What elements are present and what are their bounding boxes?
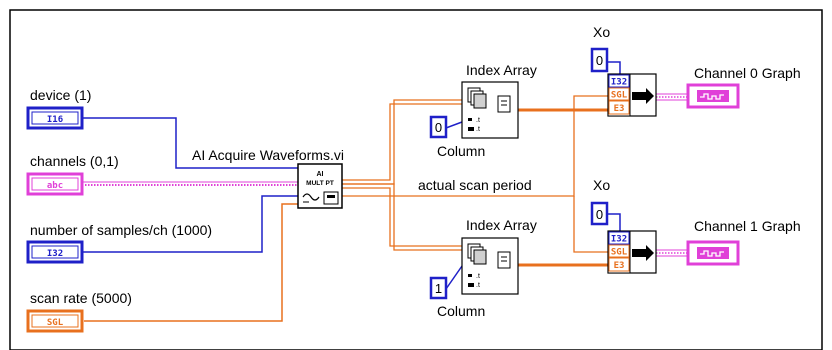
svg-text:.t: .t — [476, 273, 480, 280]
index-array-top-label: Index Array — [466, 62, 537, 78]
vi-label: AI Acquire Waveforms.vi — [192, 147, 344, 163]
svg-text:.t: .t — [476, 117, 480, 124]
svg-text:.t: .t — [476, 282, 480, 289]
index-array-bottom-label: Index Array — [466, 217, 537, 233]
graph-icon — [700, 93, 724, 100]
samples-label: number of samples/ch (1000) — [30, 222, 212, 238]
diagram-frame — [9, 9, 823, 350]
column-constant-bottom[interactable]: 1 — [429, 276, 448, 300]
scan-period-wire — [342, 95, 608, 197]
svg-text:I32: I32 — [47, 249, 63, 259]
svg-text:I32: I32 — [611, 78, 627, 88]
column-top-label: Column — [437, 143, 485, 159]
column-bottom-label: Column — [437, 303, 485, 319]
svg-text:SGL: SGL — [611, 248, 628, 258]
graph-icon — [700, 250, 724, 257]
svg-text:I16: I16 — [47, 115, 63, 125]
samples-wire — [82, 195, 298, 253]
scan-period-label: actual scan period — [418, 177, 532, 193]
xo-constant-bottom[interactable]: 0 — [590, 201, 609, 226]
channel1-graph-terminal[interactable] — [686, 240, 740, 266]
index-array-top[interactable]: .t .t — [461, 81, 519, 139]
svg-text:.t: .t — [476, 126, 480, 133]
svg-text:0: 0 — [596, 207, 603, 222]
scan-rate-terminal[interactable]: SGL — [26, 309, 84, 333]
scan-rate-label: scan rate (5000) — [30, 290, 132, 306]
waveform-array-wire — [342, 99, 462, 251]
svg-text:E3: E3 — [614, 104, 625, 114]
svg-text:I32: I32 — [611, 235, 627, 245]
channel0-graph-label: Channel 0 Graph — [694, 65, 801, 81]
device-wire — [82, 117, 298, 169]
svg-text:abc: abc — [47, 181, 63, 191]
device-terminal[interactable]: I16 — [26, 106, 84, 130]
svg-text:0: 0 — [596, 53, 603, 68]
svg-text:SGL: SGL — [47, 318, 64, 328]
waveform-icon — [302, 193, 320, 201]
device-label: device (1) — [30, 87, 91, 103]
svg-text:0: 0 — [435, 120, 442, 135]
channel0-graph-terminal[interactable] — [686, 83, 740, 109]
xo-constant-top[interactable]: 0 — [590, 47, 609, 73]
column-constant-top[interactable]: 0 — [429, 115, 448, 139]
graph1-wire — [656, 249, 688, 257]
ai-acquire-waveforms-vi[interactable]: AI MULT PT — [297, 163, 343, 209]
svg-text:MULT PT: MULT PT — [306, 180, 334, 187]
svg-text:1: 1 — [435, 281, 442, 296]
bundle-bottom[interactable]: I32 SGL E3 — [607, 230, 657, 274]
samples-terminal[interactable]: I32 — [26, 240, 84, 264]
svg-text:AI: AI — [317, 171, 324, 178]
svg-text:E3: E3 — [614, 261, 625, 271]
index-array-bottom[interactable]: .t .t — [461, 237, 519, 295]
xo-top-label: Xo — [593, 24, 610, 40]
xo-bottom-label: Xo — [593, 177, 610, 193]
bundle-top[interactable]: I32 SGL E3 — [607, 73, 657, 117]
graph0-wire — [656, 93, 688, 101]
scan-rate-wire — [84, 203, 298, 322]
channels-terminal[interactable]: abc — [26, 172, 84, 196]
svg-text:SGL: SGL — [611, 91, 628, 101]
channels-label: channels (0,1) — [30, 153, 119, 169]
channel1-graph-label: Channel 1 Graph — [694, 218, 801, 234]
